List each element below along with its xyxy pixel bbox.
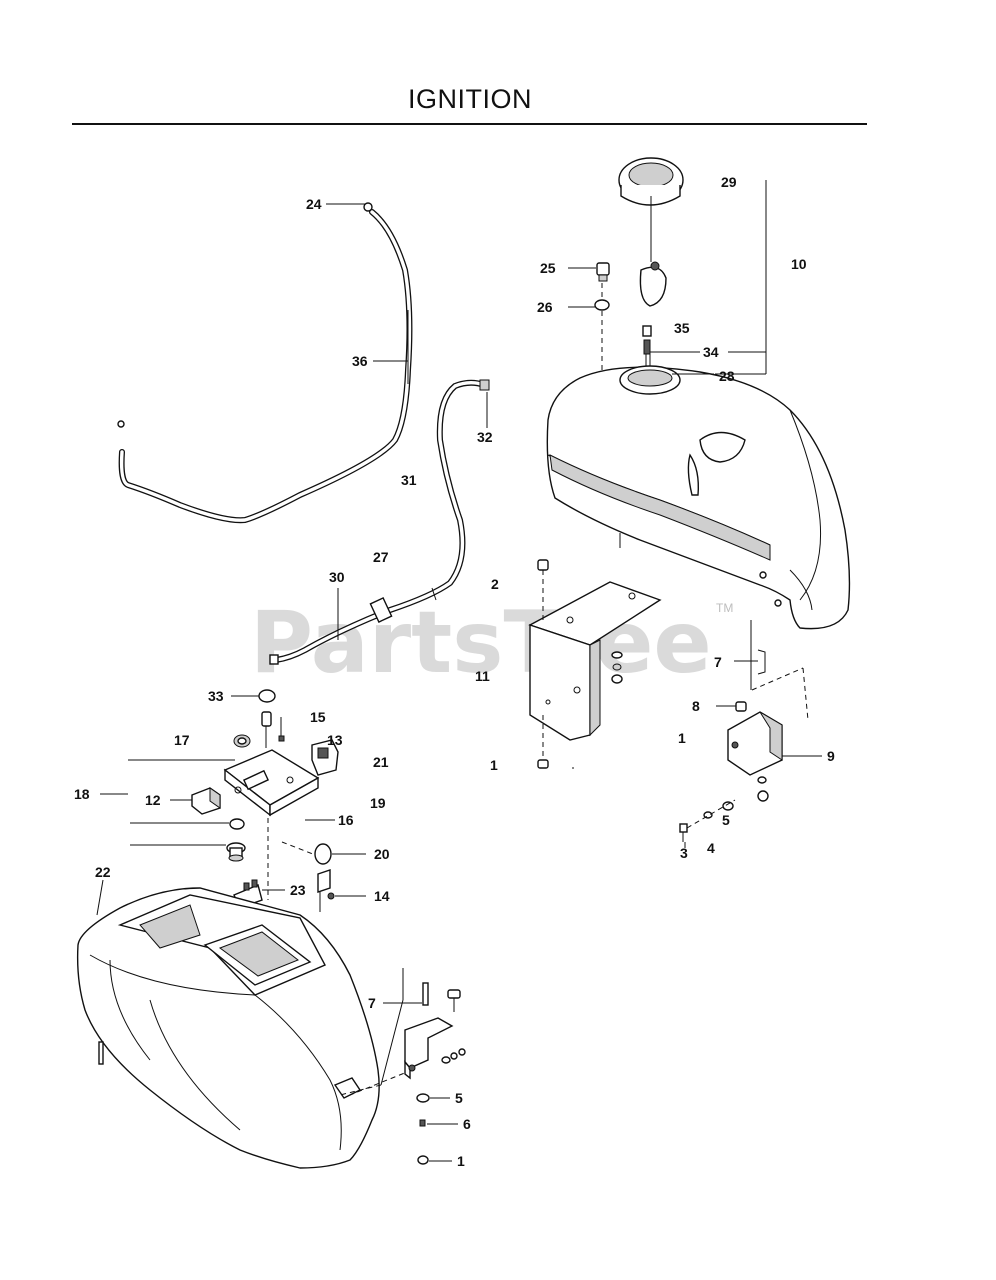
fuel-hose-36 (117, 202, 413, 524)
leader-lines (96, 180, 822, 1162)
callout-4: 4 (707, 840, 715, 856)
callout-24: 24 (306, 196, 322, 212)
callout-17: 17 (174, 732, 190, 748)
callout-5-right: 5 (722, 812, 730, 828)
callout-35: 35 (674, 320, 690, 336)
callout-22: 22 (95, 864, 111, 880)
callout-26: 26 (537, 299, 553, 315)
callout-6: 6 (463, 1116, 471, 1132)
callout-1-bracket: 1 (490, 757, 498, 773)
callout-9: 9 (827, 748, 835, 764)
callout-3: 3 (680, 845, 688, 861)
callout-1-lower: 1 (457, 1153, 465, 1169)
callout-7-right: 7 (714, 654, 722, 670)
callout-14: 14 (374, 888, 390, 904)
callout-21: 21 (373, 754, 389, 770)
callout-30: 30 (329, 569, 345, 585)
callout-10: 10 (791, 256, 807, 272)
callout-labels: 24 36 32 31 27 30 29 10 25 26 35 34 28 2… (74, 174, 835, 1169)
callout-5-lower: 5 (455, 1090, 463, 1106)
callout-7-lower: 7 (368, 995, 376, 1011)
callout-29: 29 (721, 174, 737, 190)
callout-34: 34 (703, 344, 719, 360)
callout-18: 18 (74, 786, 90, 802)
fuel-tank-10 (546, 365, 851, 630)
bracket-9 (679, 620, 809, 842)
callout-16: 16 (338, 812, 354, 828)
callout-25: 25 (540, 260, 556, 276)
ignition-switch-assembly (191, 689, 339, 912)
vent-25-grommet-26 (594, 262, 610, 370)
lower-bracket-hardware (339, 968, 466, 1165)
callout-31: 31 (401, 472, 417, 488)
page-title: IGNITION (408, 84, 532, 114)
watermark-trademark: TM (716, 601, 733, 615)
console-22 (76, 887, 380, 1169)
callout-33: 33 (208, 688, 224, 704)
callout-27: 27 (373, 549, 389, 565)
callout-8: 8 (692, 698, 700, 714)
callout-19: 19 (370, 795, 386, 811)
callout-32: 32 (477, 429, 493, 445)
callout-12: 12 (145, 792, 161, 808)
tank-bracket-11 (528, 559, 662, 769)
callout-2: 2 (491, 576, 499, 592)
fuel-hose-31 (269, 379, 490, 665)
callout-28: 28 (719, 368, 735, 384)
callout-13: 13 (327, 732, 343, 748)
callout-23: 23 (290, 882, 306, 898)
callout-36: 36 (352, 353, 368, 369)
title-rule (72, 123, 867, 125)
callout-15: 15 (310, 709, 326, 725)
callout-1-right: 1 (678, 730, 686, 746)
fuel-cap-29 (618, 157, 684, 307)
callout-11: 11 (475, 668, 490, 684)
callout-20: 20 (374, 846, 390, 862)
